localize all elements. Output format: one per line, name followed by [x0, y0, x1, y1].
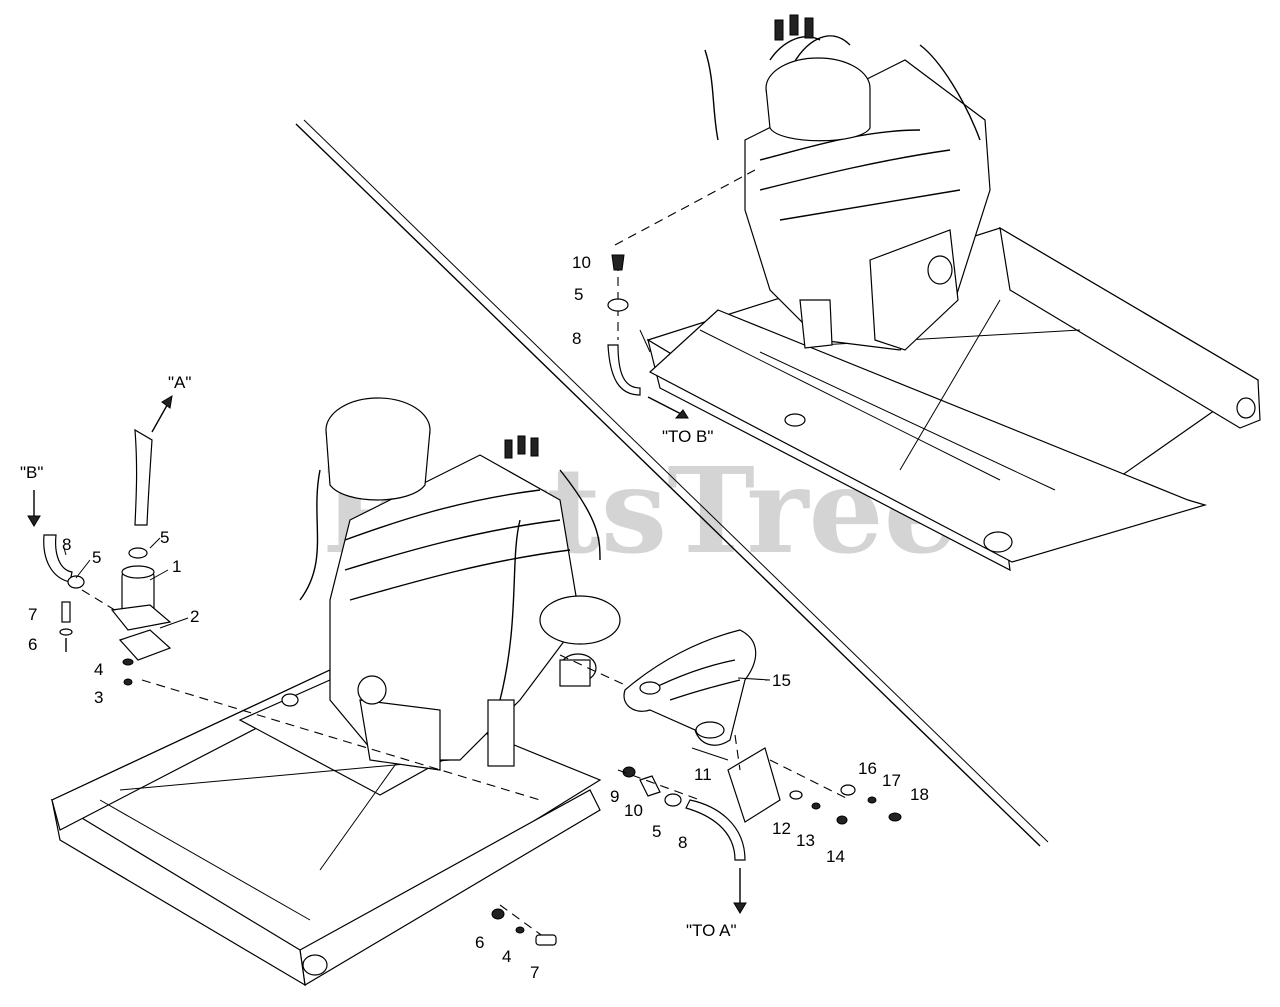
callout-8: 8	[678, 833, 687, 852]
callout-12: 12	[772, 819, 791, 838]
callout-2: 2	[190, 607, 199, 626]
leader-lines	[63, 537, 770, 761]
ref-label-a: "A"	[168, 373, 191, 392]
upper-breather-hose	[607, 169, 756, 419]
callout-5: 5	[160, 528, 169, 547]
upper-frame	[639, 226, 1261, 572]
callout-14: 14	[826, 847, 845, 866]
callout-13: 13	[796, 831, 815, 850]
callout-11: 11	[694, 765, 712, 784]
callout-5: 5	[574, 285, 583, 304]
callout-1: 1	[172, 557, 181, 576]
callout-4: 4	[502, 947, 511, 966]
callout-5: 5	[92, 548, 101, 567]
upper-engine	[704, 14, 991, 351]
separator-line	[295, 119, 1049, 847]
callout-3: 3	[94, 688, 103, 707]
callout-10: 10	[572, 253, 591, 272]
callout-17: 17	[882, 771, 901, 790]
breather-filter-assembly	[27, 395, 541, 801]
callout-7: 7	[530, 963, 539, 982]
callout-numbers: 1 2 3 4 4 5 5 5 5 6 6 7 7 8 8 8 9 10 10 …	[28, 253, 929, 982]
lower-engine	[325, 397, 621, 771]
callout-8: 8	[62, 535, 71, 554]
callout-7: 7	[28, 605, 37, 624]
ref-label-to-b: "TO B"	[662, 427, 713, 446]
ref-label-b: "B"	[20, 463, 43, 482]
callout-8: 8	[572, 329, 581, 348]
callout-6: 6	[475, 933, 484, 952]
callout-18: 18	[910, 785, 929, 804]
callout-16: 16	[858, 759, 877, 778]
callout-10: 10	[624, 801, 643, 820]
callout-9: 9	[610, 787, 619, 806]
callout-4: 4	[94, 660, 103, 679]
exhaust-manifold	[559, 629, 902, 825]
lower-breather-hose	[491, 766, 747, 946]
callout-15: 15	[772, 671, 791, 690]
callout-5: 5	[652, 822, 661, 841]
callout-6: 6	[28, 635, 37, 654]
ref-label-to-a: "TO A"	[686, 921, 737, 940]
